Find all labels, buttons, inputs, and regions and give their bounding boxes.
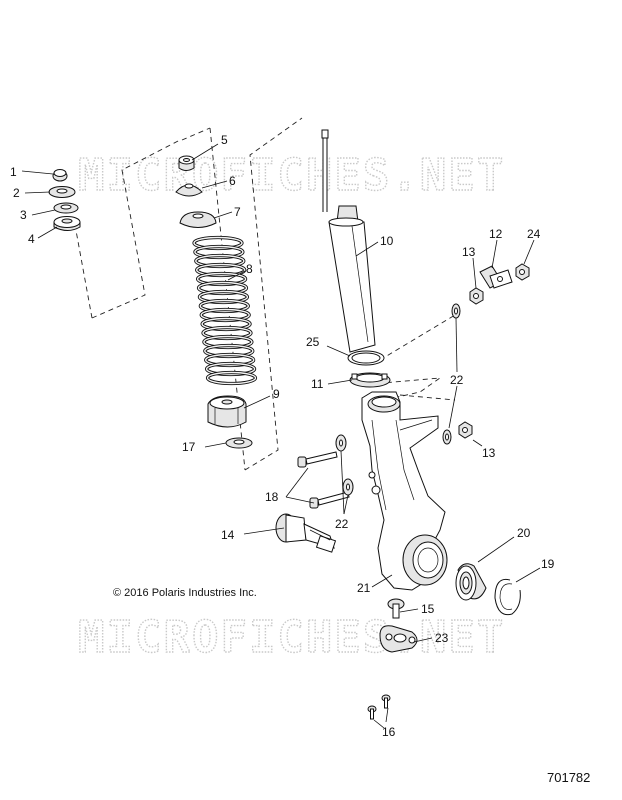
wheel-bearing-part-20: [455, 563, 487, 601]
stub-axle-part-14: [275, 513, 337, 553]
ball-joint-part-15: [387, 598, 405, 619]
callout-3: 3: [20, 208, 27, 222]
bolt-part-18-upper: [297, 451, 338, 468]
callout-22-left: 22: [335, 517, 349, 531]
callout-20: 20: [517, 526, 531, 540]
shock-absorber-part-10: [321, 129, 376, 353]
watermark-top: MICROFICHES.NET: [78, 150, 505, 201]
washer-part-22-left-lower: [342, 478, 354, 496]
screw-part-16-a: [367, 705, 377, 720]
callout-13-upper: 13: [462, 245, 476, 259]
washer-part-17: [225, 437, 253, 449]
o-ring-part-25: [347, 350, 385, 366]
washer-part-22-upper: [451, 303, 461, 319]
coil-spring-part-8: [192, 235, 258, 386]
callout-21: 21: [357, 581, 371, 595]
bushing-part-4: [53, 216, 81, 231]
nut-part-13-lower: [458, 421, 473, 439]
callout-4: 4: [28, 232, 35, 246]
bump-stop-part-9: [207, 395, 247, 428]
watermark-bottom: MICROFICHES.NET: [78, 612, 505, 663]
callout-labels: 1 2 3 4 5 6 7 8 9 10 11 12 13 13 14 15 1…: [10, 133, 555, 739]
callout-18: 18: [265, 490, 279, 504]
callout-15: 15: [421, 602, 435, 616]
washer-part-2: [48, 186, 76, 198]
callout-16: 16: [382, 725, 396, 739]
callout-14: 14: [221, 528, 235, 542]
spring-seat-part-7: [179, 211, 217, 228]
callout-19: 19: [541, 557, 555, 571]
screw-part-16-b: [381, 694, 391, 709]
spring-seat-part-6: [175, 183, 203, 197]
washer-part-3: [53, 202, 79, 214]
callout-5: 5: [221, 133, 228, 147]
callout-13-lower: 13: [482, 446, 496, 460]
callout-23: 23: [435, 631, 449, 645]
callout-17: 17: [182, 440, 196, 454]
bracket-part-12: [479, 265, 513, 289]
callout-22-right: 22: [450, 373, 464, 387]
plate-part-23: [379, 625, 418, 653]
callout-8: 8: [246, 262, 253, 276]
snap-ring-part-19: [494, 578, 521, 616]
callout-24: 24: [527, 227, 541, 241]
washer-part-22-lower: [442, 429, 452, 445]
callout-11: 11: [311, 377, 324, 391]
callout-6: 6: [229, 174, 236, 188]
washer-part-22-left-upper: [335, 434, 347, 452]
callout-7: 7: [234, 205, 241, 219]
callout-12: 12: [489, 227, 503, 241]
nut-part-5: [178, 155, 195, 171]
callout-10: 10: [380, 234, 394, 248]
diagram-number: 701782: [547, 770, 590, 785]
nut-part-13-upper: [469, 287, 484, 305]
steering-knuckle-part-21: [361, 391, 448, 591]
callout-25: 25: [306, 335, 320, 349]
copyright-notice: © 2016 Polaris Industries Inc.: [113, 587, 257, 599]
nut-part-24: [515, 263, 530, 281]
nut-part-1: [52, 169, 68, 182]
retaining-clip-part-11: [349, 372, 391, 388]
callout-1: 1: [10, 165, 17, 179]
leader-lines: [21, 143, 541, 729]
callout-2: 2: [13, 186, 20, 200]
callout-9: 9: [273, 387, 280, 401]
